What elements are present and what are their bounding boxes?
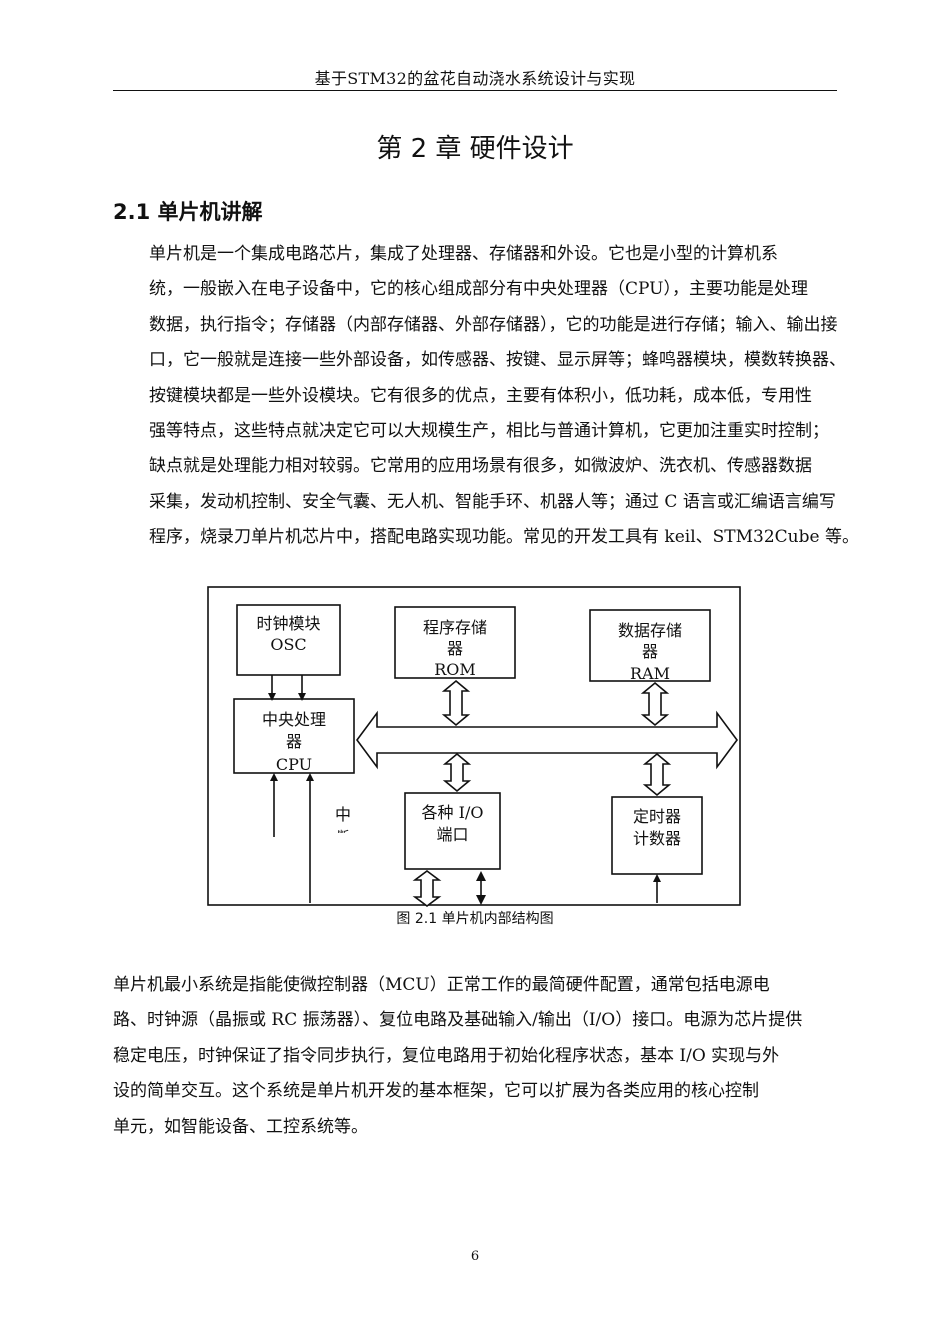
io-label-line1: 各种 I/O (422, 803, 484, 822)
osc-label-line2: OSC (270, 635, 306, 654)
osc-block: 时钟模块 OSC (236, 604, 341, 676)
paragraph-line: 口，它一般就是连接一些外部设备，如传感器、按键、显示屏等；蜂鸣器模块，模数转换器… (149, 350, 846, 371)
paragraph-line: 单元，如智能设备、工控系统等。 (113, 1116, 368, 1137)
paragraph-line: 统，一般嵌入在电子设备中，它的核心组成部分有中央处理器（CPU），主要功能是处理 (149, 279, 808, 300)
cpu-block: 中央处理 器 CPU (233, 698, 355, 774)
cpu-label-line2: 器 (286, 732, 302, 751)
ram-label-line2: 器 (642, 642, 658, 661)
io-port-block: 各种 I/O 端口 (404, 792, 501, 870)
paragraph-line: 稳定电压，时钟保证了指令同步执行，复位电路用于初始化程序状态，基本 I/O 实现… (113, 1045, 780, 1066)
paragraph-line: 缺点就是处理能力相对较弱。它常用的应用场景有很多，如微波炉、洗衣机、传感器数据 (149, 456, 812, 477)
paragraph-line: 采集，发动机控制、安全气囊、无人机、智能手环、机器人等；通过 C 语言或汇编语言… (149, 491, 836, 512)
ram-label-line3: RAM (630, 664, 670, 683)
diagram-frame (207, 586, 741, 906)
paragraph-minimum-system: 单片机最小系统是指能使微控制器（MCU）正常工作的最简硬件配置，通常包括电源电 … (113, 968, 840, 1145)
system-bus-arrow (356, 710, 738, 770)
figure-caption: 图 2.1 单片机内部结构图 (396, 911, 554, 927)
paragraph-line: 数据，执行指令；存储器（内部存储器、外部存储器），它的功能是进行存储；输入、输出… (149, 314, 838, 335)
paragraph-line: 单片机最小系统是指能使微控制器（MCU）正常工作的最简硬件配置，通常包括电源电 (113, 975, 770, 995)
rom-label-line2: 器 (447, 639, 463, 658)
paragraph-line: 程序，烧录刀单片机芯片中，搭配电路实现功能。常见的开发工具有 keil、STM3… (149, 527, 859, 548)
paragraph-mcu-intro: 单片机是一个集成电路芯片，集成了处理器、存储器和外设。它也是小型的计算机系 统，… (113, 237, 859, 556)
header-rule (113, 90, 837, 91)
paragraph-line: 单片机是一个集成电路芯片，集成了处理器、存储器和外设。它也是小型的计算机系 (149, 244, 778, 264)
cpu-label-line3: CPU (276, 755, 312, 774)
cpu-label-line1: 中央处理 (262, 710, 326, 729)
io-external-arrow (412, 870, 442, 907)
io-label-line2: 端口 (436, 825, 468, 844)
rom-block: 程序存储 器 ROM (394, 606, 516, 679)
paragraph-line: 路、时钟源（晶振或 RC 振荡器）、复位电路及基础输入/输出（I/O）接口。电源… (113, 1010, 803, 1031)
osc-label-line1: 时钟模块 (256, 614, 320, 633)
rom-label-line1: 程序存储 (423, 618, 487, 637)
ram-bus-arrow (640, 681, 670, 727)
ram-label-line1: 数据存储 (618, 621, 682, 640)
timer-label-line1: 定时器 (633, 807, 681, 826)
timer-counter-block: 定时器 计数器 (611, 796, 703, 875)
io-bus-arrow (442, 752, 472, 793)
section-title: 2.1 单片机讲解 (113, 200, 263, 225)
paragraph-line: 按键模块都是一些外设模块。它有很多的优点，主要有体积小，低功耗，成本低，专用性 (149, 385, 812, 406)
running-header: 基于STM32的盆花自动浇水系统设计与实现 (314, 69, 636, 88)
page-number: 6 (470, 1249, 480, 1264)
rom-bus-arrow (441, 679, 471, 727)
chapter-title: 第 2 章 硬件设计 (376, 134, 574, 165)
paragraph-line: 强等特点，这些特点就决定它可以大规模生产，相比与普通计算机，它更加注重实时控制； (149, 421, 829, 442)
timer-label-line2: 计数器 (633, 829, 681, 848)
interrupt-label-line1: 中 (335, 805, 351, 824)
ram-block: 数据存储 器 RAM (589, 609, 711, 683)
rom-label-line3: ROM (434, 660, 476, 679)
interrupt-label: 中 断 (335, 805, 351, 843)
interrupt-label-line2: 断 (337, 828, 349, 843)
mcu-structure-diagram: 时钟模块 OSC 程序存储 器 ROM 数据存储 器 RAM 中央处 (205, 585, 745, 910)
timer-bus-arrow (642, 752, 672, 797)
paragraph-line: 设的简单交互。这个系统是单片机开发的基本框架，它可以扩展为各类应用的核心控制 (113, 1081, 759, 1102)
